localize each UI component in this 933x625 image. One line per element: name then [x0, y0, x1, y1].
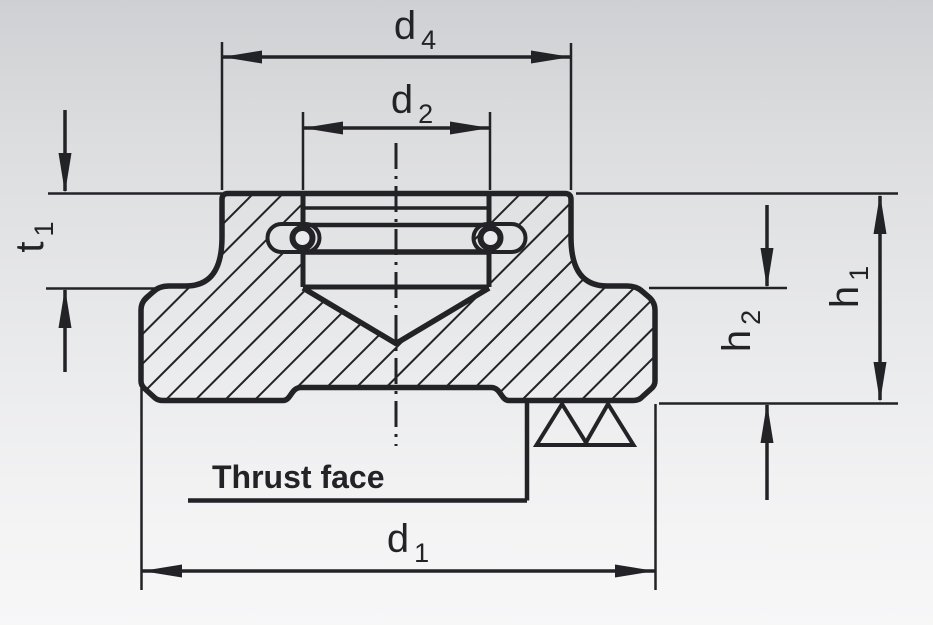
thrust-face-leader — [188, 403, 530, 503]
o-ring-groove-left — [265, 222, 322, 254]
label-h1-subscript: 1 — [844, 265, 874, 281]
arrowhead-up-icon — [760, 403, 774, 443]
thrust-face-label: Thrust face — [212, 459, 385, 495]
finish-triangle-icon — [581, 400, 638, 447]
arrowhead-up-icon — [873, 194, 887, 234]
o-ring-groove-right — [471, 222, 528, 254]
label-h1-letter: h — [823, 285, 867, 309]
arrowhead-right-icon — [531, 50, 571, 64]
dimension-h2 — [649, 205, 787, 500]
finish-triangle-icon — [532, 400, 592, 447]
label-h2-letter: h — [715, 329, 759, 353]
arrowhead-right-icon — [450, 121, 490, 135]
dimension-d2 — [301, 112, 492, 190]
drill-point-cone — [301, 285, 491, 347]
arrowhead-left-icon — [303, 121, 343, 135]
o-ring-assembly — [265, 222, 528, 254]
surface-finish-icon — [532, 400, 638, 447]
section-hatching — [141, 193, 655, 401]
arrowhead-left-icon — [142, 564, 182, 578]
arrowhead-left-icon — [222, 50, 262, 64]
dimension-h1 — [576, 192, 898, 405]
arrowhead-right-icon — [615, 564, 655, 578]
label-d1-subscript: 1 — [414, 538, 430, 568]
o-ring-left — [289, 225, 316, 251]
label-d1-letter: d — [386, 517, 410, 561]
label-d2-letter: d — [390, 78, 414, 122]
dimension-t1 — [46, 110, 222, 372]
label-d2-subscript: 2 — [418, 99, 434, 129]
arrowhead-down-icon — [58, 153, 72, 193]
label-t1-letter: t — [8, 241, 52, 253]
arrowhead-up-icon — [58, 288, 72, 328]
dimension-d1 — [140, 388, 657, 590]
part-outline — [138, 190, 658, 404]
arrowhead-down-icon — [760, 248, 774, 288]
label-d4-letter: d — [393, 4, 417, 48]
label-d4-subscript: 4 — [421, 25, 437, 55]
part-section — [138, 190, 658, 404]
o-ring-right — [477, 225, 504, 251]
arrowhead-down-icon — [873, 362, 887, 402]
label-h2-subscript: 2 — [736, 309, 766, 325]
dimension-d4 — [220, 42, 573, 190]
label-t1-subscript: 1 — [29, 221, 59, 237]
